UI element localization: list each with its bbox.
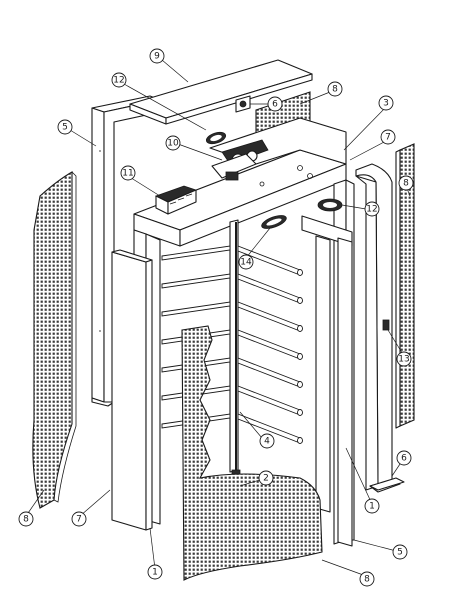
callout-c8a: 8 xyxy=(327,81,343,97)
svg-text:4: 4 xyxy=(264,437,270,447)
card-reader xyxy=(261,215,287,229)
svg-text:1: 1 xyxy=(369,502,375,512)
svg-text:14: 14 xyxy=(240,258,252,268)
drive-mechanism xyxy=(211,139,269,181)
rotor-arm-end xyxy=(297,409,303,416)
callout-c12a: 12 xyxy=(111,72,127,88)
rotor-arms xyxy=(161,245,303,444)
svg-text:11: 11 xyxy=(122,169,133,179)
svg-text:9: 9 xyxy=(154,52,160,62)
fixed-comb-bar xyxy=(161,245,231,261)
front-curved-mesh xyxy=(181,325,323,581)
svg-text:13: 13 xyxy=(398,355,409,365)
svg-text:6: 6 xyxy=(401,454,407,464)
callout-c4: 4 xyxy=(259,433,275,449)
rotor-arm-end xyxy=(297,297,303,304)
left-mesh-panel xyxy=(32,171,77,509)
callout-c14: 14 xyxy=(238,254,254,270)
svg-text:10: 10 xyxy=(167,139,179,149)
callout-c13: 13 xyxy=(396,351,412,367)
rotor-arm-end xyxy=(297,353,303,360)
leader-lines xyxy=(25,59,411,577)
rotor-arm-bar xyxy=(237,329,301,360)
callout-c7a: 7 xyxy=(380,129,396,145)
indicator-light-top xyxy=(205,131,227,145)
foot-plate-right xyxy=(369,477,405,491)
callout-c10: 10 xyxy=(165,135,181,151)
rotor-arm-bar xyxy=(237,385,301,416)
rotor-arm-end xyxy=(297,325,303,332)
svg-text:7: 7 xyxy=(385,133,391,143)
rotor-arm-bar xyxy=(237,301,301,332)
callout-c6b: 6 xyxy=(396,450,412,466)
fixed-comb-bar xyxy=(161,301,231,317)
rotor-arm-end xyxy=(297,437,303,444)
callout-c3: 3 xyxy=(378,95,394,111)
callout-c8c: 8 xyxy=(18,511,34,527)
callout-c6a: 6 xyxy=(267,96,283,112)
svg-text:12: 12 xyxy=(366,205,377,215)
callout-c12b: 12 xyxy=(364,201,380,217)
svg-text:8: 8 xyxy=(403,179,409,189)
front-left-cover-panel xyxy=(111,249,153,531)
callout-c8d: 8 xyxy=(359,571,375,587)
control-unit xyxy=(154,185,198,215)
callout-c5a: 5 xyxy=(57,119,73,135)
callout-c1a: 1 xyxy=(364,498,380,514)
callout-c11: 11 xyxy=(120,165,136,181)
callout-labels: 9 12 6 8 3 5 10 7 11 8 12 14 13 4 6 2 1 8 7 5 1 8 xyxy=(18,48,414,587)
svg-text:6: 6 xyxy=(272,100,278,110)
rotor-arm-bar xyxy=(237,357,301,388)
rotor-arm-bar xyxy=(237,273,301,304)
fixed-comb-bar xyxy=(161,273,231,289)
top-bracket xyxy=(235,95,251,113)
svg-text:8: 8 xyxy=(23,515,29,525)
rotor-arm-end xyxy=(297,381,303,388)
indicator-light-side xyxy=(317,198,343,212)
svg-text:2: 2 xyxy=(263,474,269,484)
right-front-frame xyxy=(301,215,353,547)
callout-c7b: 7 xyxy=(71,511,87,527)
callout-c5b: 5 xyxy=(392,544,408,560)
svg-text:5: 5 xyxy=(397,548,403,558)
svg-text:8: 8 xyxy=(364,575,370,585)
svg-text:1: 1 xyxy=(152,568,158,578)
svg-text:7: 7 xyxy=(76,515,82,525)
callout-c1b: 1 xyxy=(147,564,163,580)
callout-c2: 2 xyxy=(258,470,274,486)
svg-text:3: 3 xyxy=(383,99,389,109)
svg-text:12: 12 xyxy=(113,76,124,86)
callout-c8b: 8 xyxy=(398,175,414,191)
rotor-arm-end xyxy=(297,269,303,276)
callout-c9: 9 xyxy=(149,48,165,64)
svg-text:8: 8 xyxy=(332,85,338,95)
svg-text:5: 5 xyxy=(62,123,68,133)
